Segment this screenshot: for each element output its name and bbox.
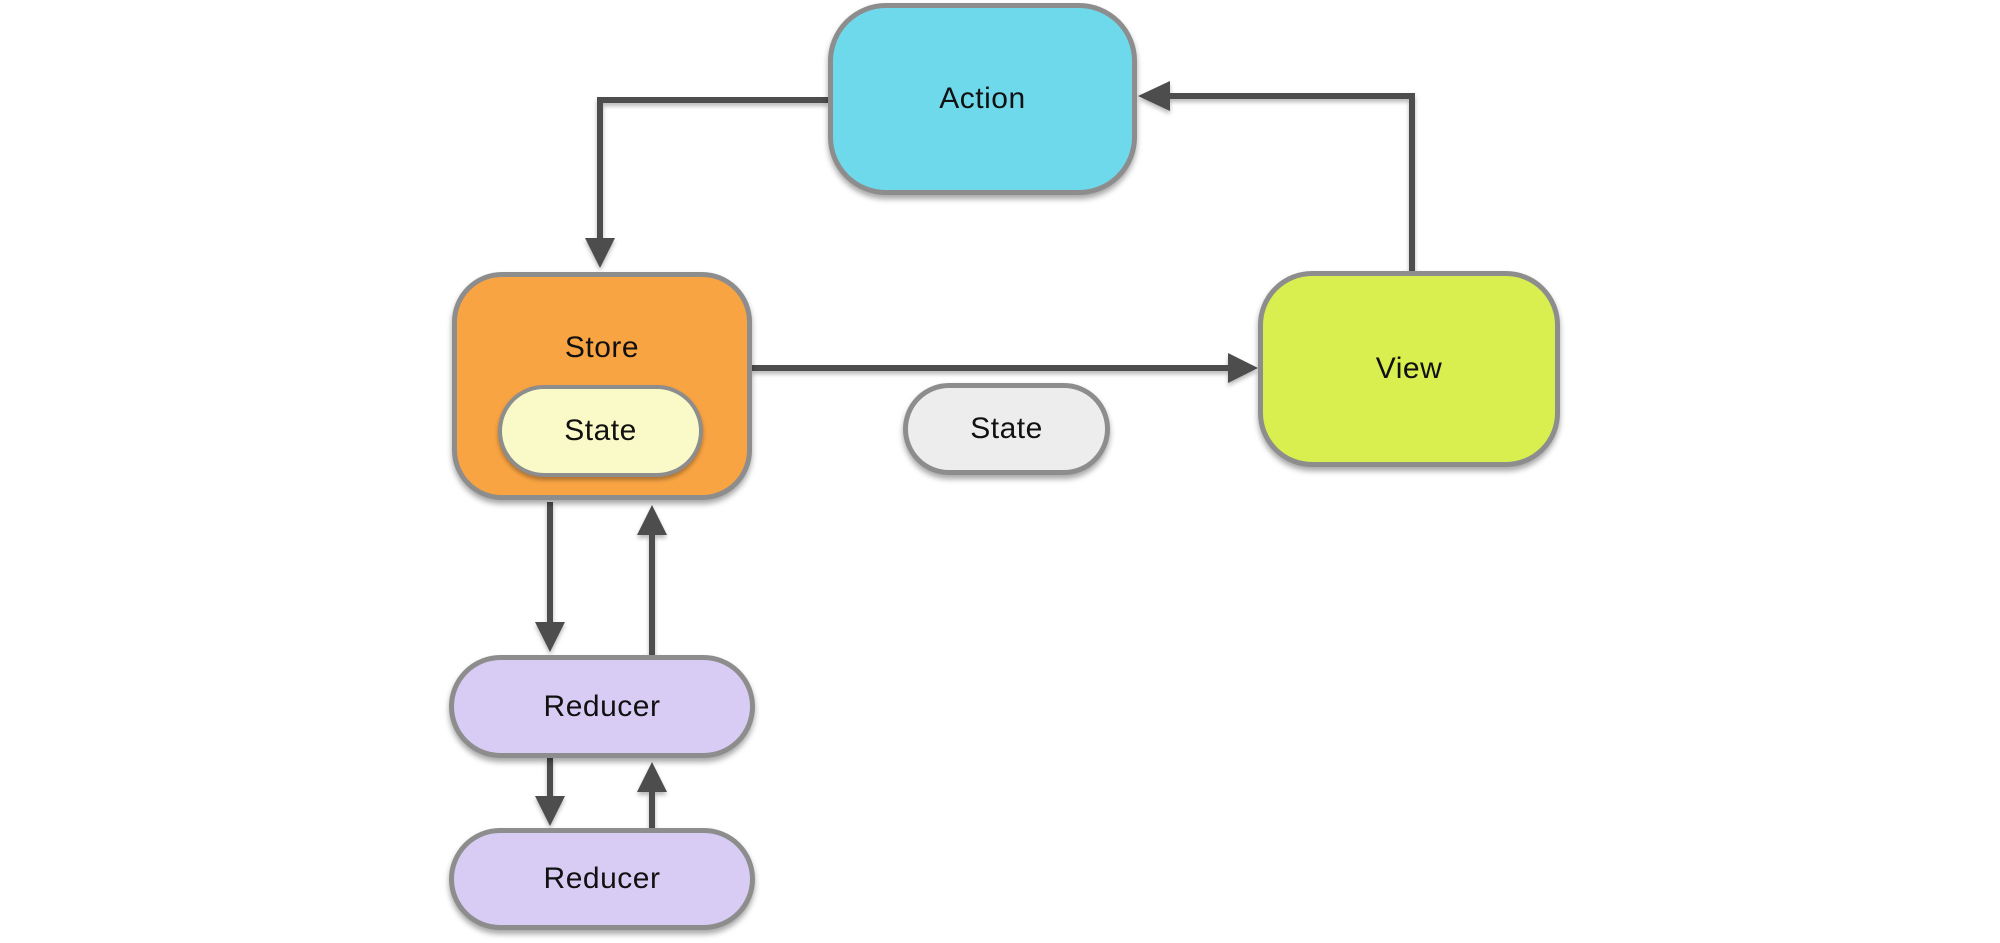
arrow-view-to-action-line — [1169, 93, 1415, 271]
node-store-label: Store — [564, 331, 640, 364]
node-state-label: State — [970, 412, 1043, 445]
node-reducer-2: Reducer — [449, 828, 755, 930]
arrow-reducer-1-to-reducer-2-head — [535, 796, 565, 826]
node-action: Action — [828, 3, 1137, 195]
node-action-label: Action — [939, 82, 1026, 115]
node-store-state-label: State — [564, 414, 637, 447]
arrow-reducer-2-to-reducer-1-head — [637, 762, 667, 792]
node-view: View — [1258, 271, 1560, 467]
node-view-label: View — [1375, 352, 1443, 385]
arrow-store-to-view-head — [1228, 353, 1258, 383]
arrow-store-to-reducer-1 — [535, 502, 565, 652]
node-reducer-1: Reducer — [449, 655, 755, 758]
node-reducer-1-label: Reducer — [543, 689, 661, 723]
arrow-reducer-2-to-reducer-1 — [637, 762, 667, 828]
arrow-view-to-action-head — [1138, 81, 1170, 111]
node-reducer-2-label: Reducer — [543, 862, 661, 895]
node-store: Store State — [452, 272, 752, 500]
arrow-reducer-1-to-reducer-2 — [535, 758, 565, 826]
arrow-store-to-view — [752, 353, 1258, 383]
arrow-reducer-1-to-store-head — [637, 505, 667, 535]
arrow-reducer-1-to-store — [637, 505, 667, 655]
arrow-store-to-reducer-1-head — [535, 622, 565, 652]
arrow-action-to-store — [585, 97, 828, 268]
arrow-view-to-action — [1138, 81, 1415, 271]
arrow-action-to-store-line — [597, 97, 828, 239]
arrow-action-to-store-head — [585, 238, 615, 268]
node-state: State — [903, 383, 1110, 475]
node-store-state: State — [498, 385, 703, 477]
